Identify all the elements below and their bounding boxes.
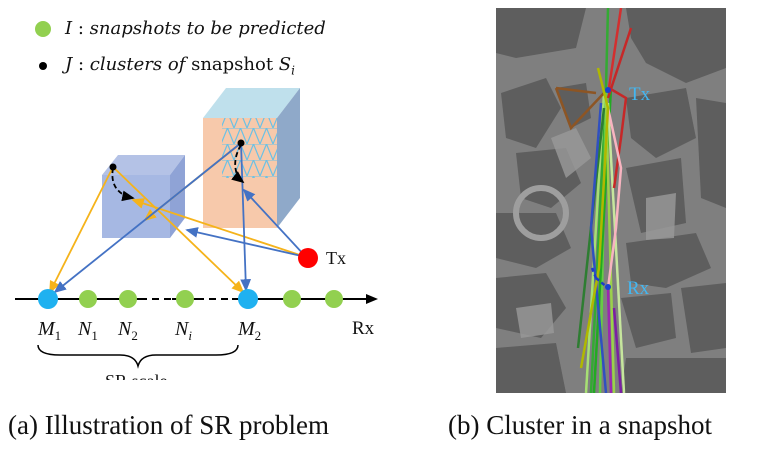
- large-box-cluster-dot: [237, 139, 245, 147]
- black-dot-icon: [39, 61, 47, 70]
- legend-text-snapshot: snapshot: [185, 54, 279, 75]
- legend-symbol-j: J: [65, 54, 73, 75]
- small-box-cluster-path: [111, 167, 135, 202]
- map-tx-point: [605, 87, 611, 93]
- label-n1: N1: [77, 318, 98, 343]
- legend-symbol-s: S: [278, 54, 292, 75]
- label-m2: M2: [237, 318, 261, 343]
- legend-text-snapshots: snapshots to be predicted: [89, 18, 326, 39]
- node-extra-2: [325, 290, 343, 308]
- large-box-cluster-path: [231, 144, 245, 184]
- legend-symbol-i: I: [65, 18, 73, 39]
- blue-rays: [53, 142, 307, 294]
- node-n1: [79, 290, 97, 308]
- buildings: [496, 8, 726, 393]
- label-n2: N2: [117, 318, 138, 343]
- legend-item-clusters: J : clusters of snapshot Si: [39, 54, 295, 78]
- city-map-snapshot: Tx Rx: [496, 8, 726, 393]
- legend-item-snapshots: I : snapshots to be predicted: [35, 18, 326, 39]
- caption-b: (b) Cluster in a snapshot: [448, 410, 712, 440]
- node-m2: [238, 289, 258, 309]
- green-dot-icon: [35, 20, 51, 37]
- map-rx-label: Rx: [627, 278, 650, 299]
- node-ni: [176, 290, 194, 308]
- cluster-rays: [554, 8, 633, 393]
- small-box-cluster-dot: [109, 163, 117, 171]
- tx-node: [298, 248, 318, 268]
- tx-label: Tx: [326, 248, 346, 268]
- node-extra-1: [283, 290, 301, 308]
- node-n2: [119, 290, 137, 308]
- large-cluster-box: [203, 88, 300, 228]
- caption-a: (a) Illustration of SR problem: [8, 410, 329, 440]
- label-ni: Ni: [174, 318, 192, 343]
- sr-scale-label: SR scale: [105, 371, 168, 380]
- rx-label: Rx: [352, 318, 375, 339]
- node-m1: [38, 289, 58, 309]
- legend-text-clusters-of: clusters of: [89, 54, 186, 75]
- label-m1: M1: [37, 318, 61, 343]
- sr-problem-diagram: Tx M1 N1 N2 Ni M2 Rx SR scale: [15, 88, 378, 380]
- map-rx-point: [605, 284, 611, 290]
- map-tx-label: Tx: [629, 84, 651, 105]
- sr-scale-brace: [37, 344, 239, 369]
